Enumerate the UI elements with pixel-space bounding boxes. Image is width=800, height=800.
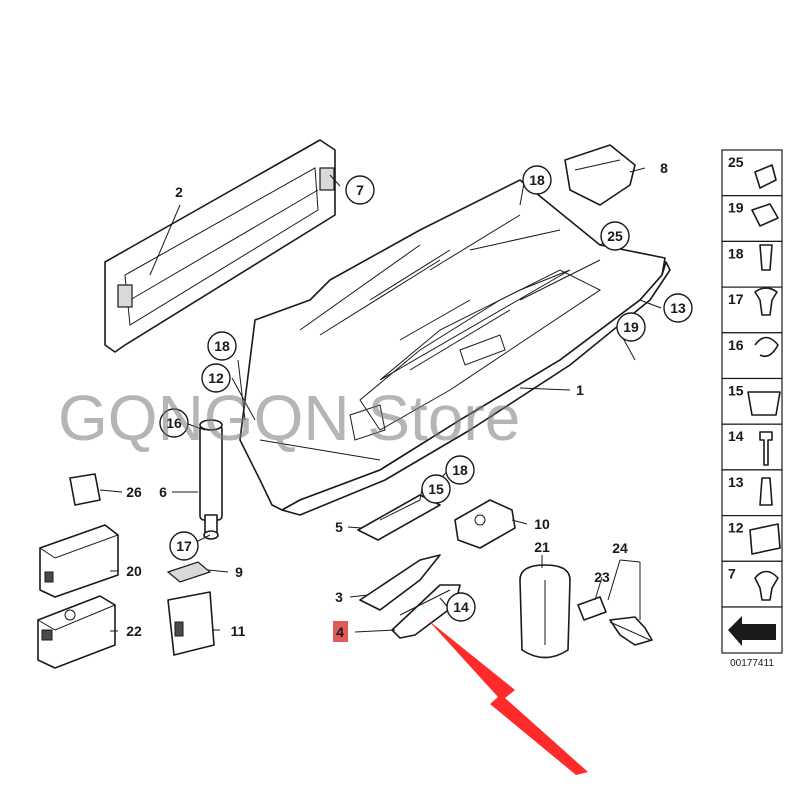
legend-label: 7 xyxy=(728,565,736,581)
legend-label: 25 xyxy=(728,154,744,170)
part-8-cover xyxy=(564,144,636,206)
callout-8: 8 xyxy=(660,160,668,176)
callout-26: 26 xyxy=(126,484,142,500)
callout-16: 16 xyxy=(166,415,182,431)
part-1-glovebox-housing xyxy=(239,179,671,516)
legend-part-icon xyxy=(751,203,779,227)
callout-circles xyxy=(159,165,693,622)
legend-part-icon xyxy=(759,244,773,271)
legend-label: 16 xyxy=(728,337,744,353)
part-6-damper xyxy=(199,419,223,540)
callout-15: 15 xyxy=(428,481,444,497)
part-3-4-lock-assembly xyxy=(359,554,461,639)
legend-label: 18 xyxy=(728,245,744,261)
part-20-switch xyxy=(38,524,120,598)
legend-label: 12 xyxy=(728,520,744,536)
callout-18-left: 18 xyxy=(214,338,230,354)
callout-18-mid: 18 xyxy=(452,462,468,478)
callout-10: 10 xyxy=(534,516,550,532)
callout-1: 1 xyxy=(576,382,584,398)
legend-part-icon xyxy=(759,477,773,506)
legend-label: 13 xyxy=(728,474,744,490)
legend-part-icon xyxy=(749,523,781,555)
legend-part-icon xyxy=(754,336,779,358)
legend-part-icon xyxy=(754,164,777,189)
callout-23: 23 xyxy=(594,569,610,585)
callout-11: 11 xyxy=(231,623,246,639)
legend-part-icon xyxy=(759,431,773,466)
callout-17: 17 xyxy=(176,538,192,554)
red-arrow xyxy=(428,620,588,775)
callout-20: 20 xyxy=(126,563,142,579)
part-26-cap xyxy=(69,473,101,506)
legend-label: 17 xyxy=(728,291,744,307)
leader-lines xyxy=(99,167,662,633)
part-10-latch xyxy=(454,499,516,549)
callout-22: 22 xyxy=(126,623,142,639)
callout-9: 9 xyxy=(235,564,243,580)
callout-4: 4 xyxy=(336,624,344,640)
legend-part-icon xyxy=(754,287,778,316)
legend-part-icon xyxy=(747,391,781,416)
callout-2: 2 xyxy=(175,184,183,200)
callout-5: 5 xyxy=(335,519,343,535)
callout-19: 19 xyxy=(623,319,639,335)
callout-24: 24 xyxy=(612,540,628,556)
part-22-switch xyxy=(36,595,117,669)
legend-box xyxy=(721,469,783,517)
callout-25: 25 xyxy=(607,228,623,244)
legend-label: 14 xyxy=(728,428,744,444)
highlight-box xyxy=(333,621,348,642)
diagram-code: 00177411 xyxy=(730,658,774,669)
callout-7: 7 xyxy=(356,182,364,198)
callout-21: 21 xyxy=(534,539,550,555)
side-legend: 25 19 18 17 16 15 14 13 12 7 xyxy=(721,149,783,608)
part-2-panel xyxy=(104,139,336,353)
callout-3: 3 xyxy=(335,589,343,605)
callout-6: 6 xyxy=(159,484,167,500)
callout-18-top: 18 xyxy=(529,172,545,188)
part-21-lock-housing xyxy=(519,564,571,659)
legend-part-icon xyxy=(754,570,779,601)
legend-sign-box xyxy=(721,606,783,654)
watermark-text: GQNGQN Store xyxy=(58,382,520,454)
legend-label: 19 xyxy=(728,200,744,216)
legend-label: 15 xyxy=(728,383,744,399)
callout-14: 14 xyxy=(453,599,469,615)
callout-12: 12 xyxy=(208,370,224,386)
part-23-24-cylinder-key xyxy=(577,596,653,646)
part-5-bracket xyxy=(357,494,441,541)
part-11-socket xyxy=(167,591,215,656)
part-9-cover xyxy=(166,561,212,583)
callout-13: 13 xyxy=(670,300,686,316)
callout-labels: 1 2 3 4 5 6 7 8 9 10 11 12 13 14 15 16 1… xyxy=(126,160,686,640)
